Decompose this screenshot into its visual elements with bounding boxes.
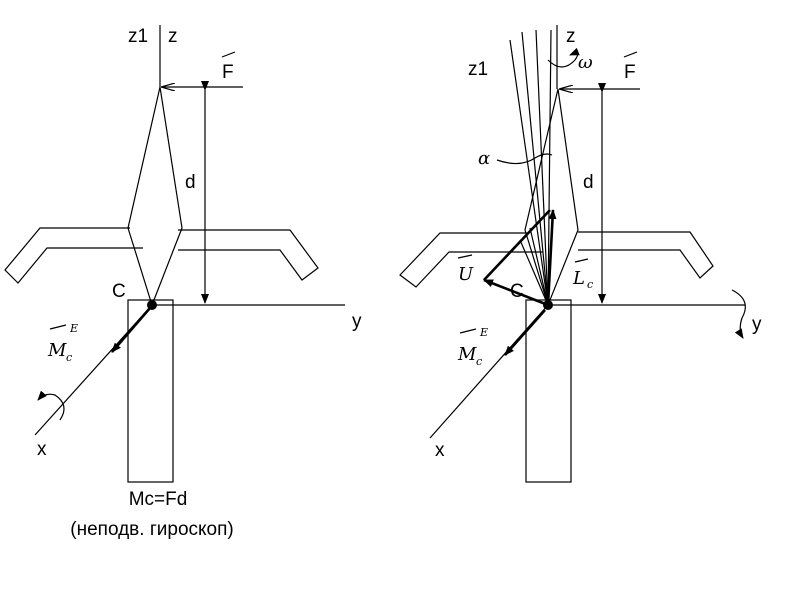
svg-text:F: F [222,62,234,83]
right-y-rotation-arrow [731,289,746,339]
right-figure: z1 z ω F d α U L c C y x M c E [399,25,762,483]
right-omega-label: ω [578,52,593,73]
right-precession-cone [509,29,552,306]
left-f-label: F [221,51,236,83]
right-point-c [543,300,553,310]
svg-text:F: F [624,62,636,83]
right-gimbal-ring [399,231,714,288]
svg-text:E: E [479,326,488,339]
right-support-post [525,299,572,483]
left-gimbal-ring [4,227,319,284]
svg-text:L: L [572,268,585,289]
svg-text:E: E [69,322,78,335]
left-point-c [147,300,157,310]
right-y-label: y [752,314,762,335]
svg-text:c: c [587,278,593,291]
right-z1-label: z1 [468,59,488,80]
left-y-label: y [352,311,362,332]
right-d-label: d [583,172,594,193]
right-z-label: z [566,26,576,47]
left-rotor-body [127,86,183,307]
right-f-label: F [623,51,638,83]
right-omega-arrow [547,47,580,68]
left-moment-vector [111,307,151,353]
svg-text:c: c [476,355,482,368]
left-x-rotation-arrow [37,390,65,421]
left-d-label: d [185,172,196,193]
svg-text:M: M [47,340,67,361]
left-c-label: C [112,281,126,302]
right-moment-vector [504,309,546,356]
left-figure: z1 z F d C y x M c E Mc=Fd (неподв. гиро… [4,25,362,540]
left-moment-label: M c E [47,322,78,364]
right-u-vector [483,278,549,307]
right-l-label: L c [572,258,593,291]
left-z1-label: z1 [128,26,148,47]
right-alpha-label: α [478,148,490,169]
right-c-label: C [510,281,524,302]
right-x-label: x [435,440,445,461]
left-z-label: z [168,26,178,47]
svg-text:U: U [458,264,474,285]
caption-formula: Mc=Fd [129,489,188,510]
left-x-label: x [37,439,47,460]
right-u-label: U [457,254,474,285]
caption-note: (неподв. гироскоп) [70,519,233,540]
svg-text:M: M [457,344,477,365]
right-l-vector [546,209,557,306]
svg-text:c: c [66,351,72,364]
right-alpha-leader [496,153,553,165]
right-moment-label: M c E [457,326,488,368]
right-u-body [483,209,551,281]
